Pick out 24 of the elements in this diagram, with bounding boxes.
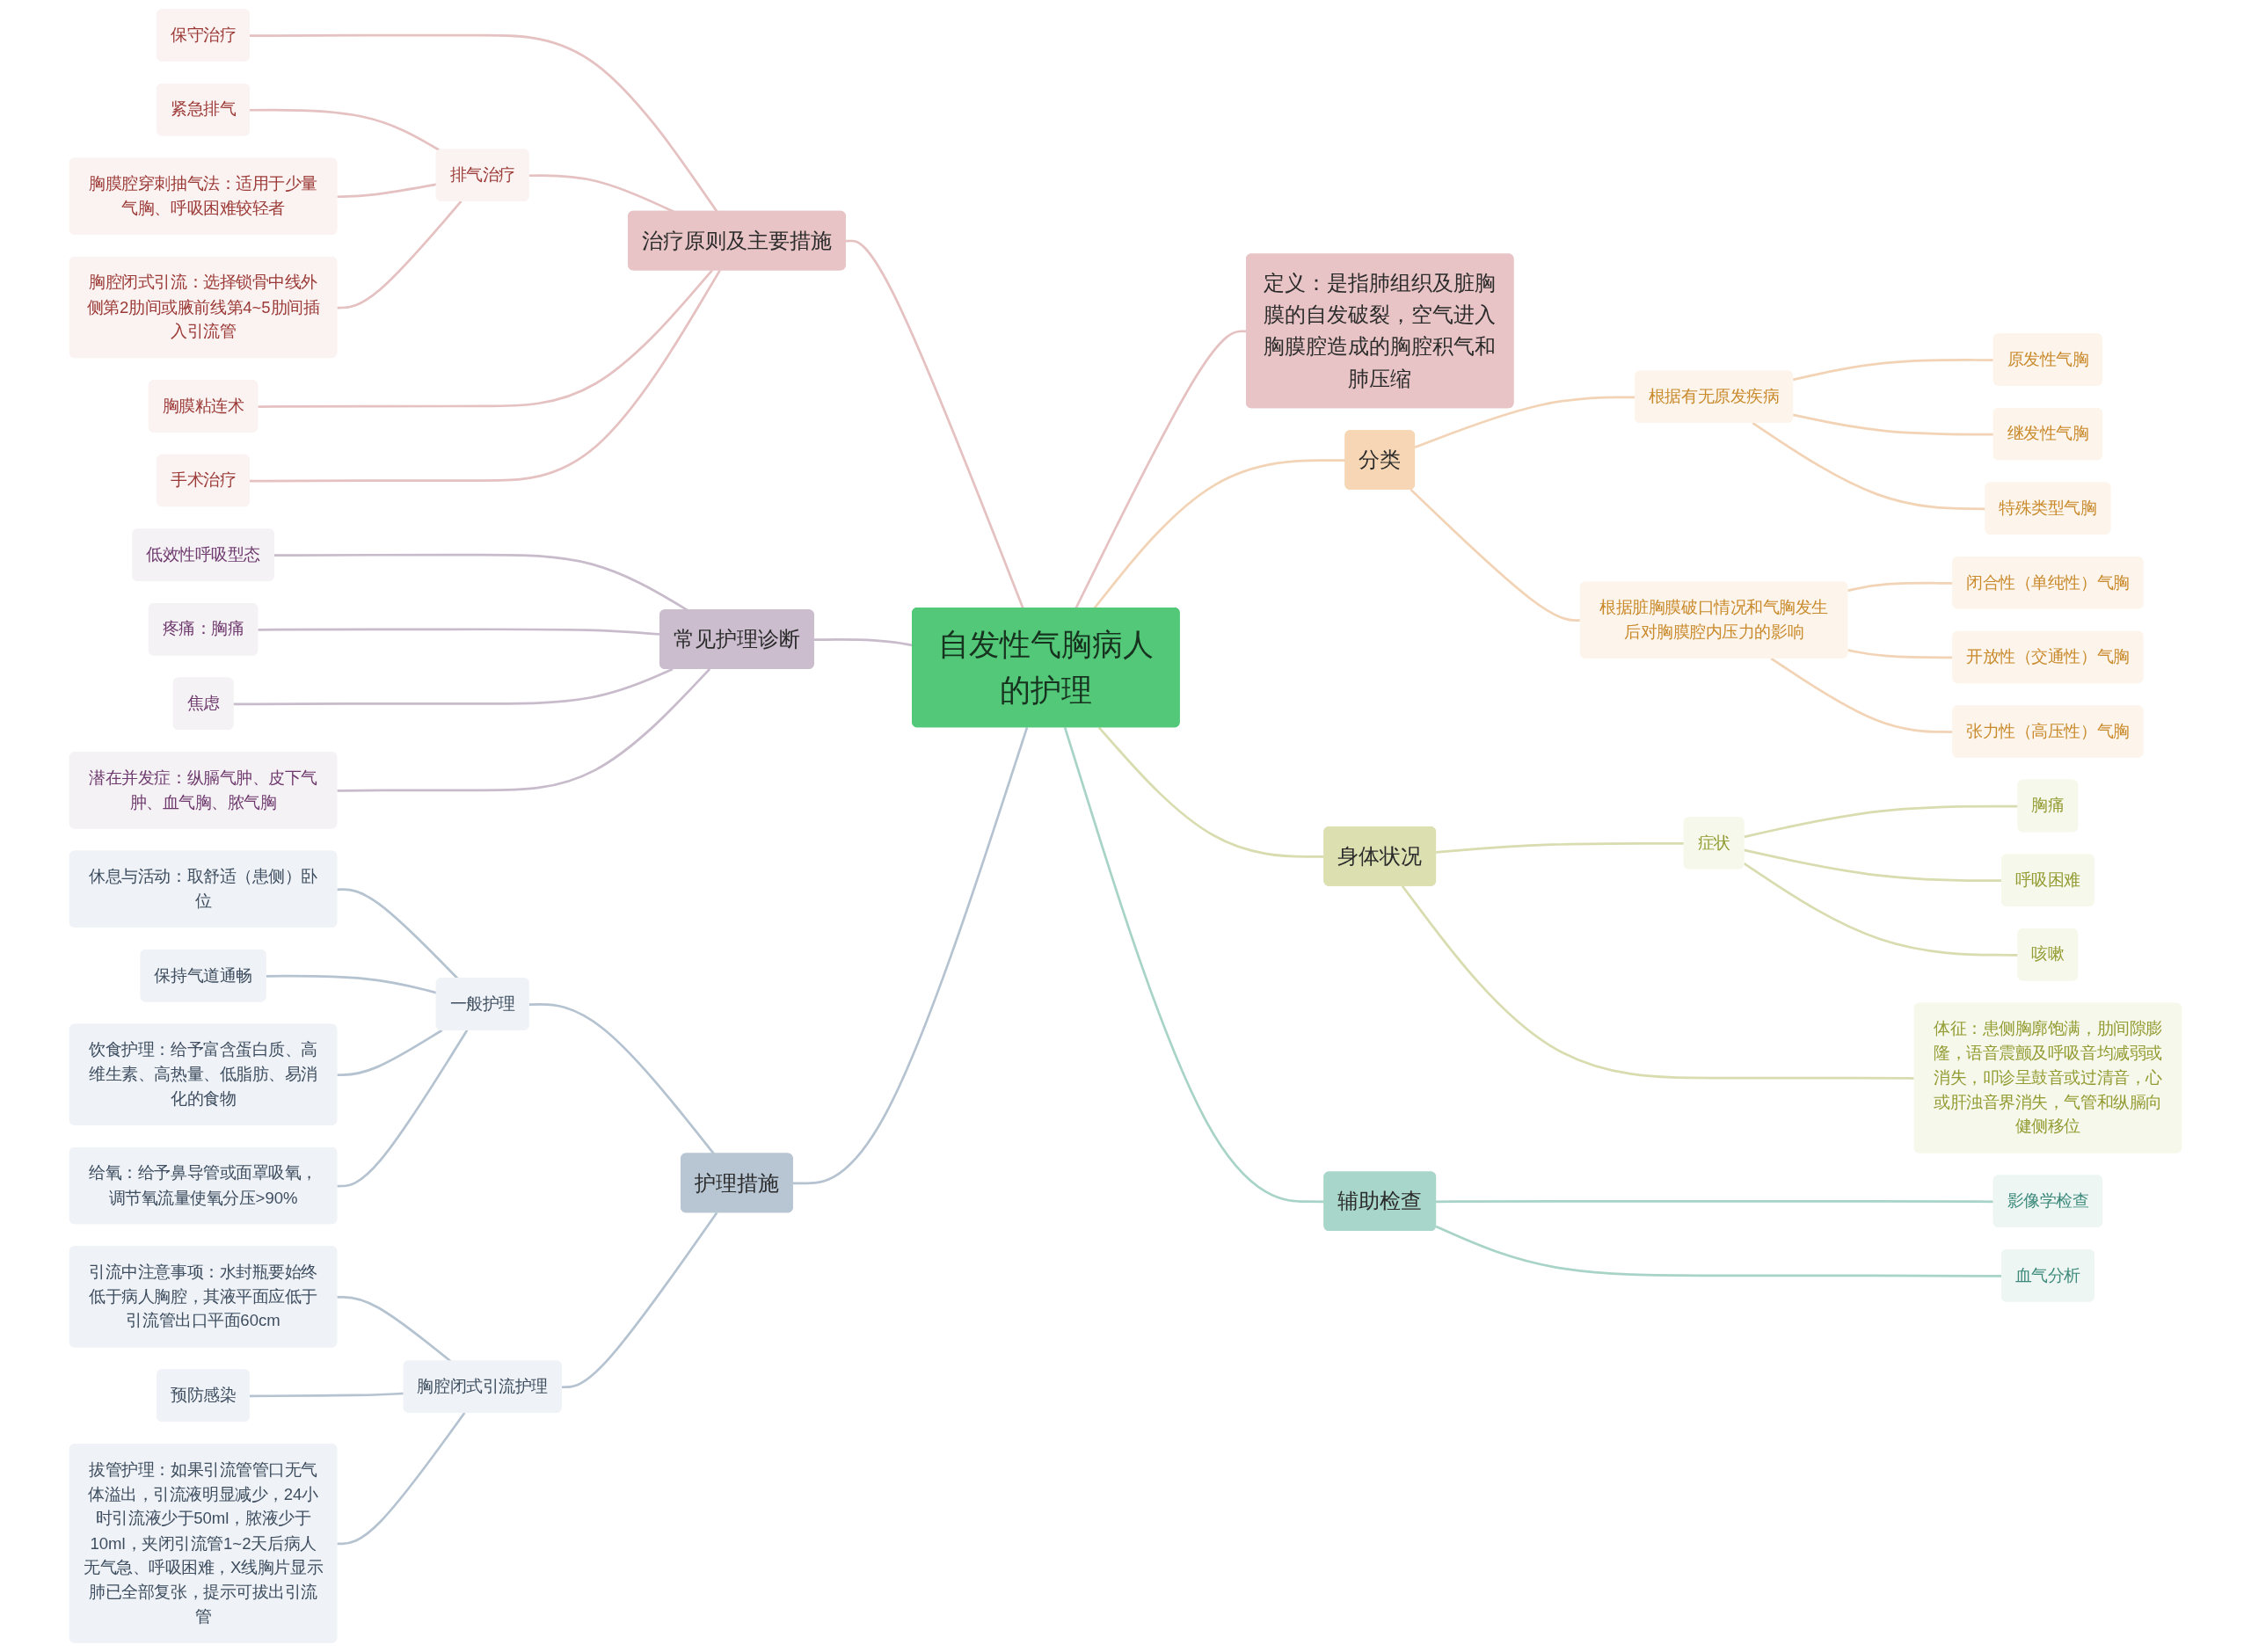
connector: [250, 1392, 404, 1398]
connector: [1410, 488, 1581, 622]
connector: [337, 1412, 466, 1546]
connector: [845, 239, 1024, 609]
connector: [250, 269, 721, 483]
connector: [1436, 1199, 1994, 1204]
connector: [258, 269, 713, 408]
connector: [337, 1030, 469, 1188]
connector: [337, 200, 463, 309]
connector: [1743, 862, 2019, 957]
connector: [1792, 413, 1994, 436]
connector: [561, 1212, 718, 1389]
connector: [337, 1029, 443, 1077]
connector: [233, 667, 674, 706]
connector: [250, 108, 441, 152]
connector: [1792, 359, 1994, 382]
connector: [1436, 841, 1685, 854]
connector: [1744, 804, 2019, 839]
connector: [792, 726, 1029, 1185]
connector: [250, 33, 718, 213]
connector: [1401, 884, 1915, 1080]
connector: [337, 1295, 452, 1363]
connector: [528, 1003, 716, 1155]
connector: [337, 667, 711, 792]
